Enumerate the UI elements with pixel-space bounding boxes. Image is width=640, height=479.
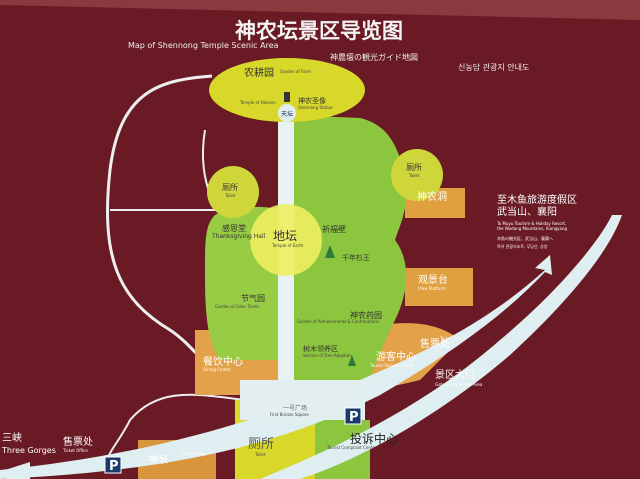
label-toilet-right-en: Toilet xyxy=(408,173,420,178)
label-gorges: 三峡 xyxy=(2,431,22,444)
parking-icon xyxy=(104,456,122,474)
temple-heaven-circle xyxy=(278,104,296,122)
subtitle-ja: 神農壇の観光ガイド地図 xyxy=(330,52,418,62)
label-statue-en: Shennong Statue xyxy=(298,105,333,110)
label-farm-garden-en: Garden of Farm xyxy=(280,69,311,74)
road-label: S209 xyxy=(507,305,519,319)
tree-icon xyxy=(348,355,356,366)
arrow-left xyxy=(5,462,30,479)
parking-icon xyxy=(344,407,362,425)
label-ganen-hall: 感恩堂 xyxy=(222,223,246,233)
label-gorges-en: Three Gorges xyxy=(1,446,56,455)
label-toilet-left-en: Toilet xyxy=(224,193,236,198)
direction-cn-1: 至木鱼旅游度假区 xyxy=(497,193,577,206)
temple-earth-circle xyxy=(250,204,322,276)
farm-garden-ellipse xyxy=(209,58,365,122)
label-tree-adoption: 树木领养区 xyxy=(303,344,338,353)
label-solar-terms: 节气园 xyxy=(241,293,265,303)
label-square: 一号广场 xyxy=(283,404,307,412)
main-road-s209 xyxy=(0,255,552,479)
subtitle-ko: 신농담 관광지 안내도 xyxy=(458,62,529,72)
label-statue: 神农圣像 xyxy=(298,96,326,105)
label-herb-garden: 神农药园 xyxy=(350,310,382,320)
label-toilet-left: 厕所 xyxy=(222,182,238,192)
label-ganen-hall-en: Thanksgiving Hall xyxy=(211,233,266,240)
label-gate: 景区大门 xyxy=(435,368,475,381)
label-farm-garden: 农耕园 xyxy=(244,66,274,79)
label-toilet-right: 厕所 xyxy=(406,162,422,172)
label-solar-terms-en: Garden of Solar Terms xyxy=(215,304,259,309)
label-ticket-office-right-en: Ticket Office xyxy=(439,336,465,341)
label-complaint: 投诉中心 xyxy=(350,431,398,446)
label-qifu-wall: 祈福壁 xyxy=(322,224,346,234)
label-ticket-office-left: 售票处 xyxy=(63,435,93,448)
label-gate-en: Gate of the Scenic Area xyxy=(435,382,483,387)
board-top-edge xyxy=(0,0,640,20)
page-title: 神农坛景区导览图 xyxy=(235,19,403,43)
label-dining: 餐饮中心 xyxy=(203,355,243,368)
label-herb-garden-en: Garden of Achievements & Contributions xyxy=(297,319,379,324)
parking-label: P xyxy=(349,410,359,425)
label-viewing-platform-en: View Platform xyxy=(418,286,446,291)
label-toilet-bottom-en: Toilet xyxy=(254,452,266,457)
label-tree-adoption-en: Section of Tree Adoption xyxy=(303,353,352,358)
label-temple-earth-en: Temple of Earth xyxy=(271,243,304,248)
subtitle-en: Map of Shennong Temple Scenic Area xyxy=(128,41,279,50)
label-temple-heaven: 天坛 xyxy=(281,110,293,118)
square-area xyxy=(240,380,365,420)
label-ticket-office-right: 售票处 xyxy=(420,337,450,350)
label-service-center: 游客中心 xyxy=(376,350,416,363)
parking-label: P xyxy=(109,459,119,474)
direction-ko: 목어 관광리조트, 무당산, 상양 xyxy=(497,243,548,249)
direction-ja: 木魚の観光区、武当山、襄陽へ xyxy=(497,235,553,241)
statue-icon xyxy=(284,92,290,102)
label-viewing-platform: 观景台 xyxy=(418,273,448,286)
viewing-platform-box xyxy=(405,268,473,306)
label-toilet-bottom: 厕所 xyxy=(248,437,274,452)
label-temple-heaven-en: Temple of Heaven xyxy=(239,100,276,105)
tree-icon xyxy=(325,245,335,258)
label-holy-spring-en: Holy Spring xyxy=(182,451,206,456)
direction-cn-2: 武当山、襄阳 xyxy=(497,205,557,218)
path-to-ticket xyxy=(107,393,246,459)
label-holy-spring: 神泉 xyxy=(148,453,168,466)
label-complaint-en: Tourist Complaint Center xyxy=(326,445,377,450)
toilet-left-circle xyxy=(207,166,259,218)
label-square-en: First Bronze Square xyxy=(270,412,309,417)
label-service-center-en: Tourist Service Center xyxy=(369,363,414,368)
label-ancient-tree: 千年杉王 xyxy=(342,253,370,262)
label-ticket-office-left-en: Ticket Office xyxy=(62,448,88,453)
direction-en-2: the Wudang Mountains, Xiangyang xyxy=(497,226,568,231)
label-dining-en: Dining Center xyxy=(203,367,231,372)
toilet-right-circle xyxy=(391,149,443,201)
east-lawn xyxy=(290,115,407,400)
label-shennong-cave: 神农洞 xyxy=(417,190,447,203)
direction-en-1: To Muyu Tourism & Holiday Resort, xyxy=(496,221,566,226)
label-temple-earth: 地坛 xyxy=(273,229,297,243)
